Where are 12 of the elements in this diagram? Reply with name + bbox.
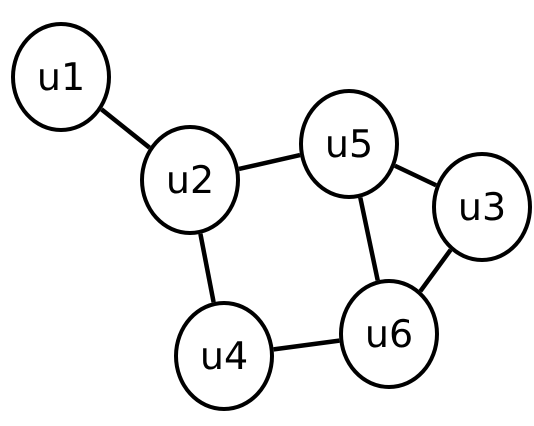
node-label: u6: [364, 315, 414, 353]
connector-line: [100, 108, 151, 150]
connector-line: [238, 152, 301, 172]
node-label: u5: [324, 125, 374, 163]
node-label: u4: [200, 337, 248, 375]
connector-line: [418, 248, 452, 292]
node-label: u2: [166, 161, 214, 199]
node-label: u3: [458, 188, 506, 226]
node-label: u1: [36, 58, 86, 96]
connector-line: [198, 233, 216, 303]
connector-line: [394, 164, 438, 188]
connector-line: [273, 338, 340, 352]
